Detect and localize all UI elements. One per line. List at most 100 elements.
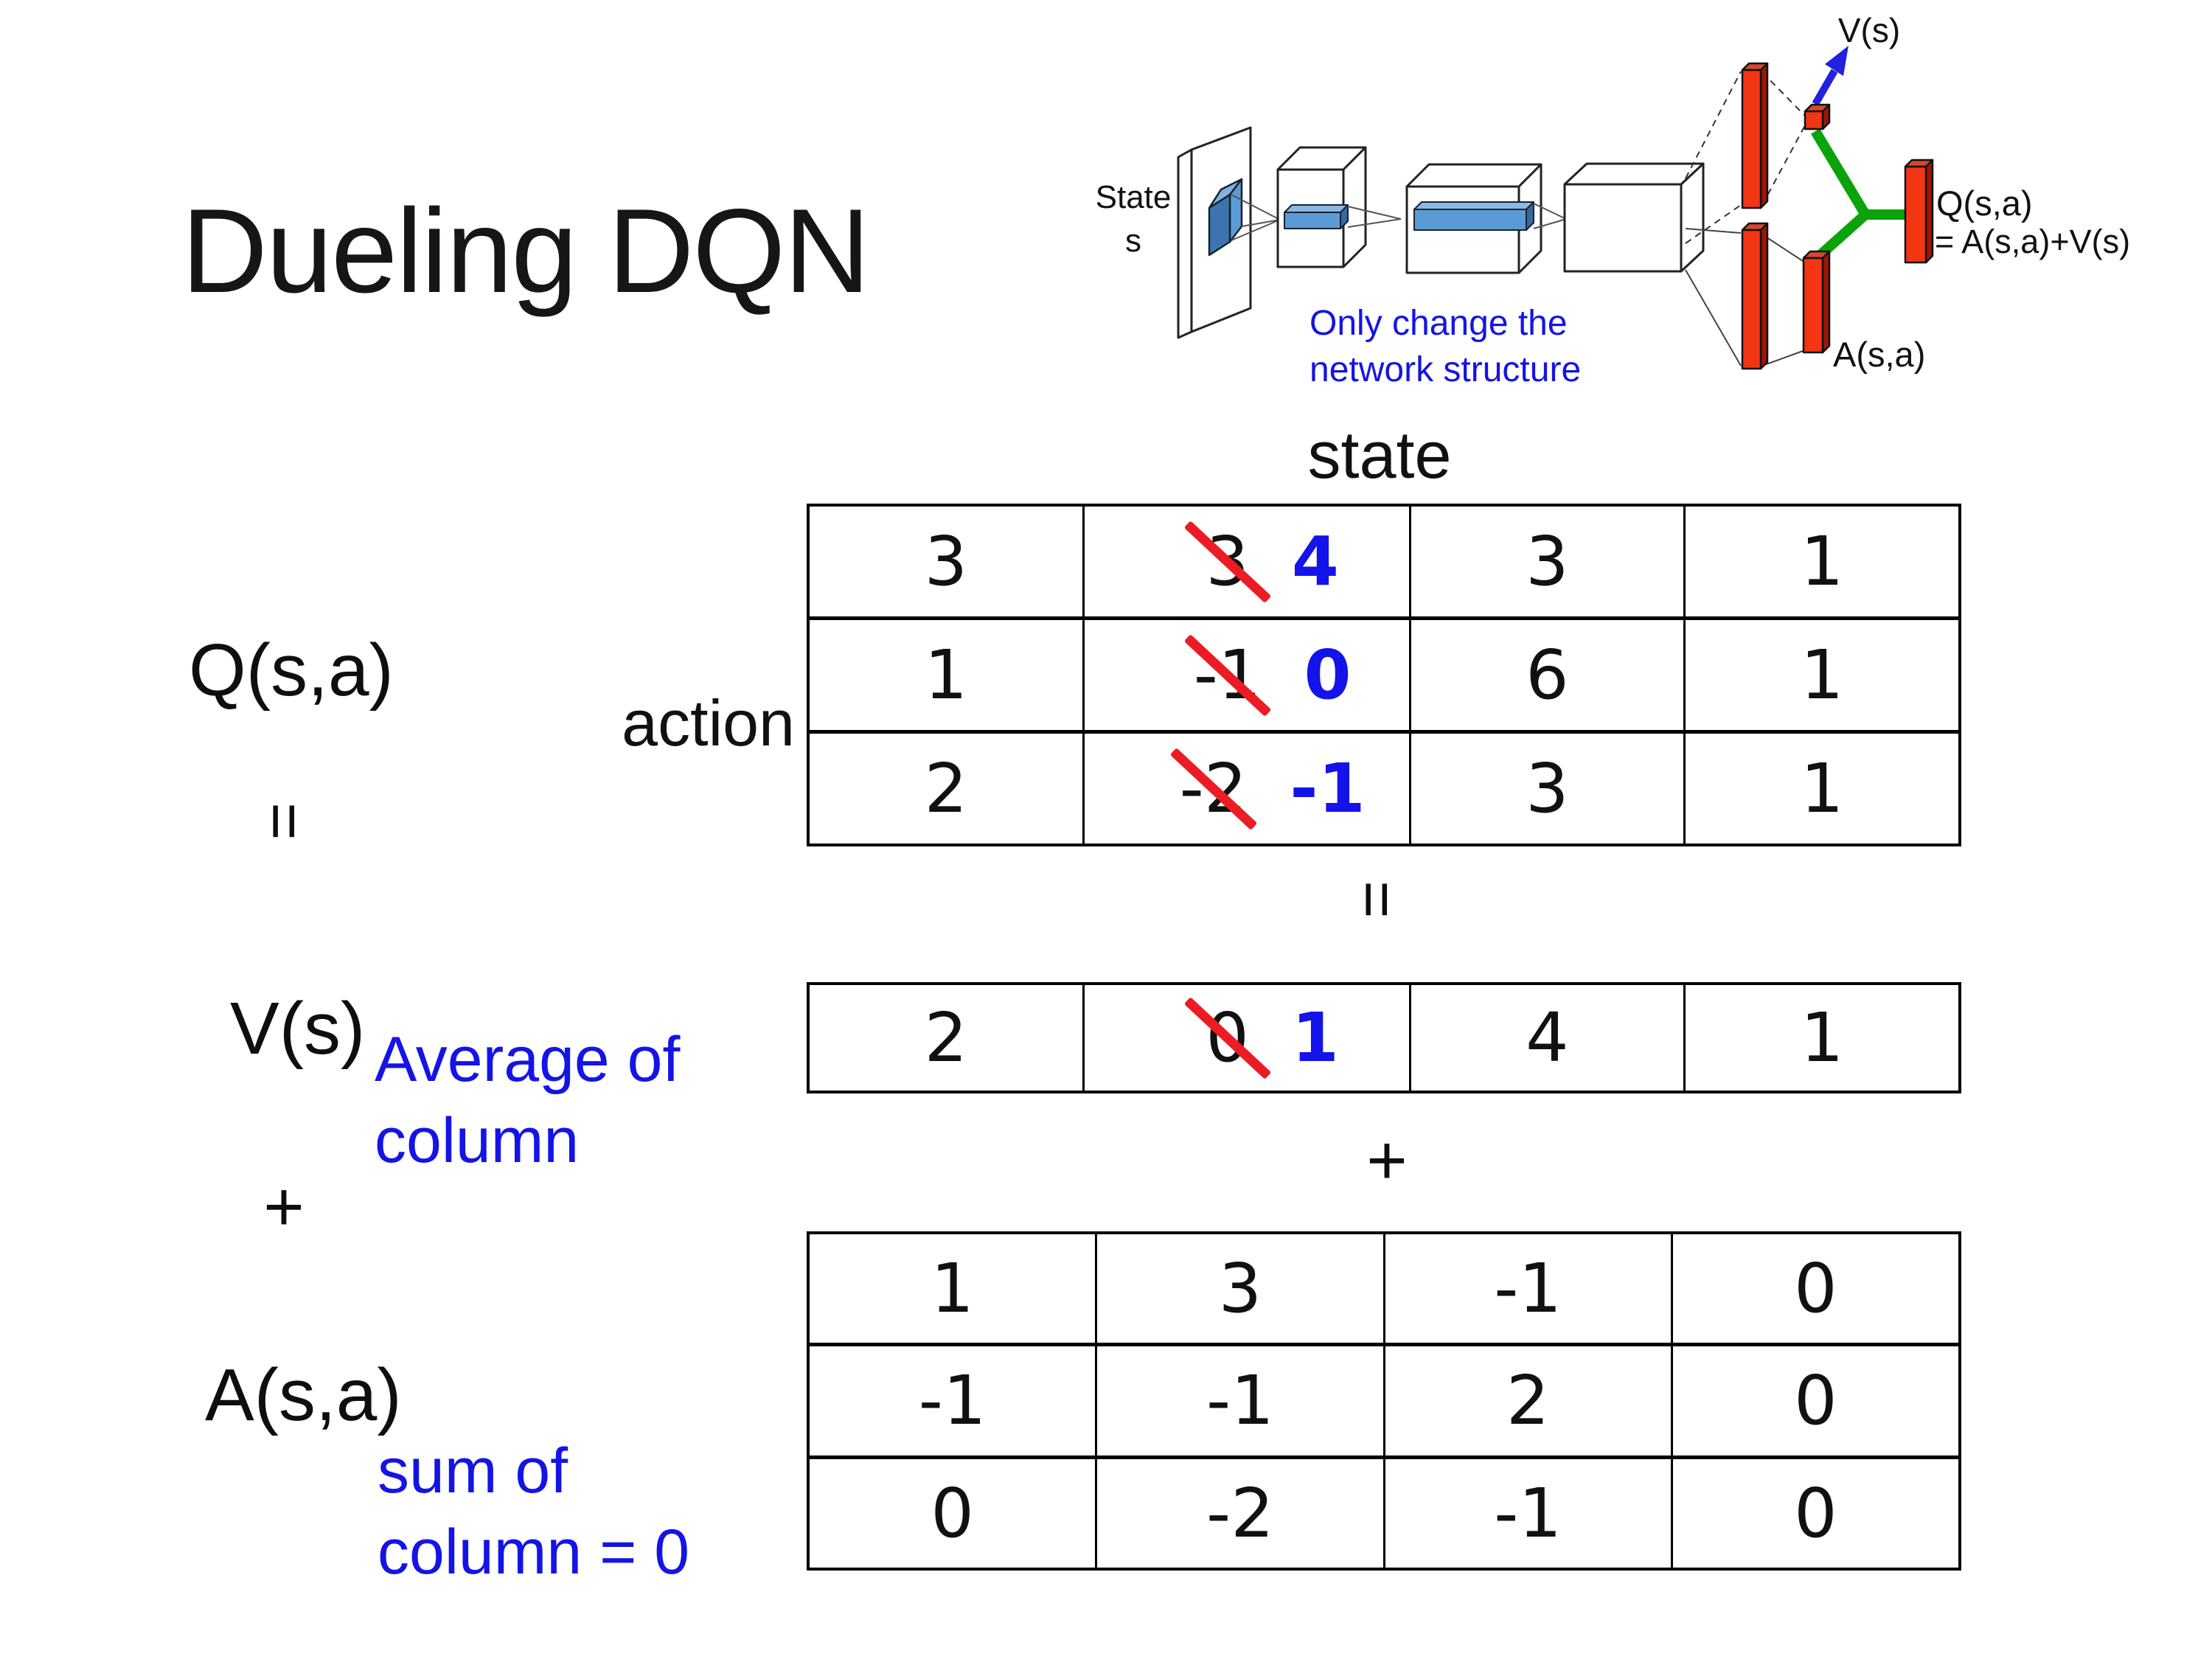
table-cell: 2 bbox=[810, 985, 1082, 1091]
table-cell: 0 bbox=[810, 1459, 1095, 1568]
table-cell: 0 bbox=[1670, 1234, 1958, 1343]
cell-value: 2 bbox=[1506, 1361, 1550, 1441]
equals-sign-left: = bbox=[240, 777, 329, 866]
q-output-label: Q(s,a) bbox=[1936, 184, 2033, 223]
diagram-note-line1: Only change the bbox=[1310, 304, 1568, 343]
cell-value: -1 bbox=[1494, 1473, 1562, 1553]
equals-glyph: = bbox=[1340, 880, 1414, 919]
table-row: 33431 bbox=[810, 507, 1958, 616]
cell-value: 6 bbox=[1526, 636, 1569, 714]
table-cell: 2 bbox=[1382, 1346, 1671, 1455]
v-function-label: V(s) bbox=[230, 987, 366, 1070]
new-value: -1 bbox=[1290, 749, 1366, 828]
table-cell: -1 bbox=[1382, 1458, 1671, 1568]
old-value-wrap: 0 bbox=[1183, 996, 1271, 1079]
q-function-label: Q(s,a) bbox=[189, 629, 394, 712]
table-cell: 01 bbox=[1082, 985, 1409, 1091]
table-row: 1 -1 0 6 1 bbox=[810, 616, 1958, 730]
table-row: -1 -1 2 0 bbox=[810, 1343, 1958, 1455]
table-row: 0 -2 -1 0 bbox=[810, 1455, 1958, 1568]
conv-lines-1 bbox=[1231, 194, 1281, 241]
cell-value: 3 bbox=[1526, 749, 1569, 828]
cell-value: 1 bbox=[1800, 522, 1844, 601]
table-row: 1 3 -1 0 bbox=[810, 1234, 1958, 1343]
plus-sign-left: + bbox=[263, 1167, 305, 1246]
table-cell: -1 bbox=[1382, 1234, 1671, 1343]
a-values-table: 1 3 -1 0 -1 -1 2 0 0 -2 -1 0 bbox=[807, 1231, 1961, 1571]
state-input-label-line1: State bbox=[1096, 179, 1172, 215]
old-value-wrap: 3 bbox=[1183, 520, 1271, 603]
table-cell: -1 bbox=[1095, 1346, 1382, 1455]
q-output-formula: = A(s,a)+V(s) bbox=[1935, 223, 2130, 260]
table-cell: 34 bbox=[1082, 507, 1409, 616]
state-axis-label: state bbox=[1307, 419, 1452, 493]
table-cell: 1 bbox=[1683, 734, 1958, 844]
equals-sign-center: = bbox=[1333, 855, 1422, 944]
cell-value: 2 bbox=[924, 998, 968, 1077]
cell-value: 1 bbox=[1800, 749, 1844, 828]
fc-bar-top bbox=[1741, 62, 1769, 209]
cell-value: 1 bbox=[1800, 998, 1844, 1077]
v-output-label: V(s) bbox=[1838, 11, 1900, 49]
v-scalar-node bbox=[1804, 103, 1831, 131]
table-cell: 3 bbox=[1095, 1234, 1382, 1343]
table-cell: -2 bbox=[1095, 1458, 1382, 1568]
table-cell: 3 bbox=[1408, 734, 1684, 844]
table-cell: 4 bbox=[1408, 985, 1684, 1091]
fc-box bbox=[1563, 162, 1705, 273]
q-output-bar bbox=[1904, 159, 1934, 264]
input-plane bbox=[1177, 126, 1252, 339]
cell-value: 0 bbox=[1794, 1249, 1837, 1329]
cell-value: 0 bbox=[1794, 1361, 1837, 1441]
sum-note: sum of column = 0 bbox=[378, 1430, 689, 1593]
fc-bar-bottom bbox=[1741, 222, 1769, 370]
table-row: 2-2-131 bbox=[810, 730, 1958, 844]
cell-value: 3 bbox=[1526, 522, 1569, 601]
old-value-wrap: -1 bbox=[1183, 633, 1271, 717]
new-value: 1 bbox=[1291, 998, 1339, 1077]
v-arrow bbox=[1812, 46, 1848, 106]
average-note-line1: Average of bbox=[375, 1024, 681, 1095]
sum-note-line1: sum of bbox=[378, 1436, 568, 1506]
conv-lines-3 bbox=[1533, 203, 1567, 229]
a-vector-node bbox=[1802, 250, 1831, 354]
action-axis-label: action bbox=[622, 686, 795, 759]
average-note-line2: column bbox=[375, 1105, 580, 1176]
table-cell: 0 bbox=[1670, 1458, 1958, 1568]
table-cell: 3 bbox=[1408, 507, 1684, 616]
cell-value: 1 bbox=[931, 1249, 974, 1329]
plus-sign-center: + bbox=[1366, 1121, 1408, 1200]
cell-value: -2 bbox=[1206, 1473, 1274, 1553]
table-cell: -1 bbox=[810, 1346, 1095, 1455]
new-value: 0 bbox=[1304, 636, 1352, 714]
table-cell: 1 bbox=[810, 620, 1082, 730]
feature-bar-1 bbox=[1284, 204, 1349, 229]
merge-connector bbox=[1811, 128, 1905, 262]
table-cell: 1 bbox=[1683, 620, 1958, 730]
feature-bar-2 bbox=[1413, 201, 1534, 231]
table-cell: 0 bbox=[1670, 1346, 1958, 1455]
new-value: 4 bbox=[1291, 522, 1339, 601]
table-cell: 3 bbox=[810, 507, 1082, 616]
sum-note-line2: column = 0 bbox=[378, 1517, 690, 1587]
v-values-table: 20141 bbox=[807, 982, 1961, 1093]
table-cell: 1 bbox=[1683, 507, 1958, 616]
cell-value: 0 bbox=[1794, 1473, 1837, 1553]
table-cell: -1 0 bbox=[1082, 620, 1409, 730]
average-note: Average of column bbox=[375, 1019, 680, 1181]
table-cell: 1 bbox=[1683, 985, 1958, 1091]
dashed-connections bbox=[1685, 71, 1805, 244]
equals-glyph: = bbox=[248, 802, 321, 841]
cell-value: 1 bbox=[924, 636, 968, 714]
cell-value: 4 bbox=[1526, 998, 1569, 1077]
cell-value: 1 bbox=[1800, 636, 1844, 714]
state-input-label-line2: s bbox=[1125, 223, 1141, 259]
table-row: 20141 bbox=[810, 985, 1958, 1091]
cell-value: -1 bbox=[1206, 1361, 1274, 1441]
a-output-label: A(s,a) bbox=[1833, 335, 1925, 374]
cell-value: 0 bbox=[931, 1473, 974, 1553]
cell-value: 3 bbox=[1218, 1249, 1262, 1329]
cell-value: -1 bbox=[1494, 1249, 1562, 1329]
